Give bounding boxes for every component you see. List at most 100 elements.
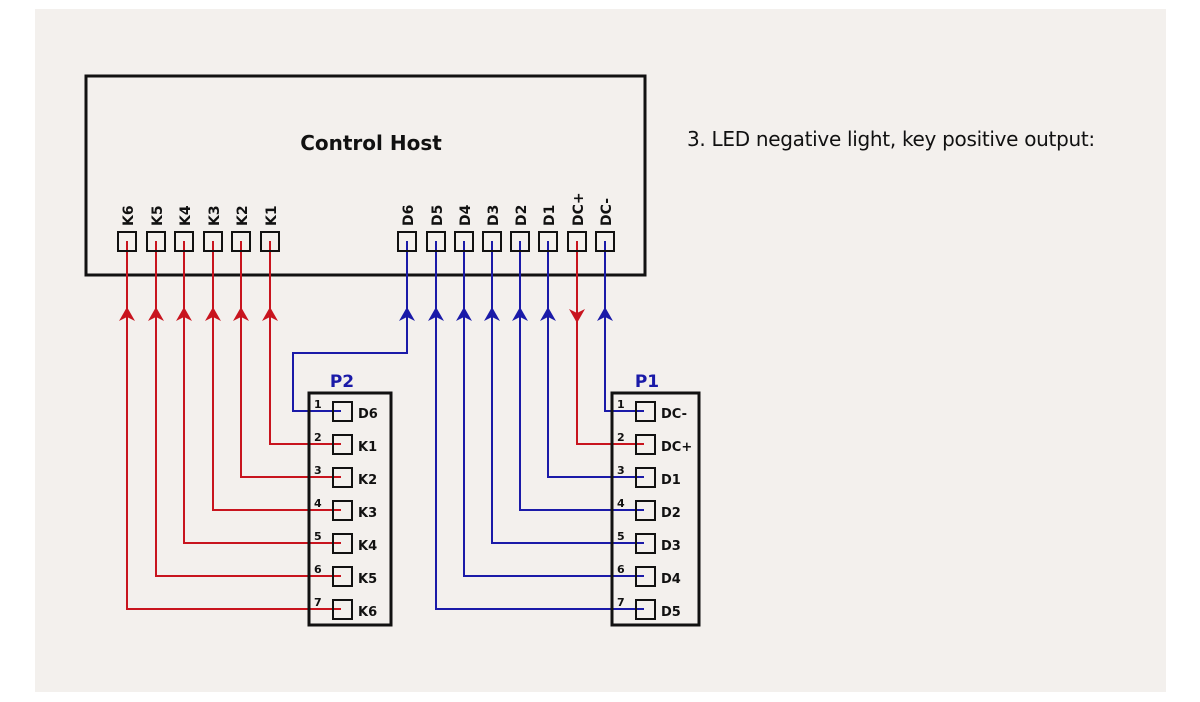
host-pin-dcminus: DC- <box>595 198 615 252</box>
wire-p1-d3 <box>484 241 644 544</box>
pin-terminal <box>482 231 502 252</box>
pin-terminal <box>332 401 353 422</box>
host-pin-k3: K3 <box>203 205 223 252</box>
p1-pin-2: 2DC+ <box>617 431 692 455</box>
pin-terminal <box>635 434 656 455</box>
p1-pin-5: 5D3 <box>617 530 681 554</box>
pin-number: 7 <box>314 596 322 609</box>
pin-number: 5 <box>617 530 625 543</box>
wire-line <box>463 241 644 577</box>
pin-terminal <box>332 566 353 587</box>
pin-terminal <box>510 231 530 252</box>
pin-number: 6 <box>314 563 322 576</box>
pin-number: 2 <box>617 431 625 444</box>
pin-label: D1 <box>661 473 681 488</box>
arrow-up-icon <box>233 307 249 321</box>
pin-label: K2 <box>358 473 377 488</box>
pin-terminal <box>203 231 223 252</box>
arrow-up-icon <box>176 307 192 321</box>
pin-number: 1 <box>314 398 322 411</box>
p1-pin-3: 3D1 <box>617 464 681 488</box>
wire-p2-k1 <box>262 241 341 445</box>
host-pin-label: K5 <box>150 205 166 226</box>
pin-number: 5 <box>314 530 322 543</box>
connector-body <box>307 391 393 627</box>
host-pin-k6: K6 <box>117 205 137 252</box>
pin-terminal <box>174 231 194 252</box>
p2-pin-3: 3K2 <box>314 464 377 488</box>
host-pin-label: D1 <box>542 205 558 226</box>
pin-number: 6 <box>617 563 625 576</box>
pin-terminal <box>332 434 353 455</box>
pin-terminal <box>595 231 615 252</box>
pin-number: 3 <box>314 464 322 477</box>
host-pin-k1: K1 <box>260 205 280 252</box>
host-pin-d5: D5 <box>426 205 446 252</box>
section-caption: 3. LED negative light, key positive outp… <box>687 127 1095 151</box>
p1-pin-7: 7D5 <box>617 596 681 620</box>
pin-terminal <box>635 533 656 554</box>
wire-line <box>183 241 341 544</box>
pin-terminal <box>538 231 558 252</box>
arrow-up-icon <box>399 307 415 321</box>
p2-pin-6: 6K5 <box>314 563 377 587</box>
arrow-up-icon <box>484 307 500 321</box>
wire-p2-k4 <box>176 241 341 544</box>
host-pin-label: D6 <box>401 205 417 226</box>
wire-line <box>435 241 644 610</box>
pin-terminal <box>635 566 656 587</box>
pin-terminal <box>332 500 353 521</box>
p2-pin-7: 7K6 <box>314 596 377 620</box>
pin-label: D3 <box>661 539 681 554</box>
control-host-box <box>84 74 647 277</box>
pin-number: 4 <box>314 497 322 510</box>
pin-terminal <box>635 467 656 488</box>
wire-p1-d5 <box>428 241 644 610</box>
pin-number: 4 <box>617 497 625 510</box>
host-pin-label: DC- <box>599 198 615 226</box>
arrow-up-icon <box>512 307 528 321</box>
pin-terminal <box>117 231 137 252</box>
wire-line <box>212 241 341 511</box>
host-pin-label: K6 <box>121 205 137 226</box>
host-pin-k5: K5 <box>146 205 166 252</box>
host-pin-label: D5 <box>430 205 446 226</box>
host-pin-label: K4 <box>178 205 194 226</box>
pin-terminal <box>231 231 251 252</box>
pin-terminal <box>146 231 166 252</box>
host-pin-dcplus: DC+ <box>567 192 587 252</box>
pin-number: 1 <box>617 398 625 411</box>
diagram-panel <box>35 9 1166 692</box>
pin-label: K6 <box>358 605 377 620</box>
pin-number: 3 <box>617 464 625 477</box>
arrow-up-icon <box>540 307 556 321</box>
wire-p1-dcplus <box>569 241 644 445</box>
host-pin-d1: D1 <box>538 205 558 252</box>
pin-terminal <box>567 231 587 252</box>
wires-layer <box>119 241 644 610</box>
pin-label: K4 <box>358 539 377 554</box>
wire-line <box>155 241 341 577</box>
p2-pin-4: 4K3 <box>314 497 377 521</box>
arrow-up-icon <box>148 307 164 321</box>
arrow-up-icon <box>428 307 444 321</box>
pin-number: 7 <box>617 596 625 609</box>
pin-terminal <box>332 467 353 488</box>
wire-line <box>126 241 341 610</box>
wire-p1-dcminus <box>597 241 644 412</box>
pin-terminal <box>454 231 474 252</box>
arrow-down-icon <box>569 309 585 323</box>
p1-pin-1: 1DC- <box>617 398 687 422</box>
pin-label: DC- <box>661 407 687 422</box>
pin-label: K5 <box>358 572 377 587</box>
wire-p2-k6 <box>119 241 341 610</box>
wire-line <box>519 241 644 511</box>
control-host-title: Control Host <box>300 131 442 155</box>
wire-line <box>604 241 644 412</box>
host-pin-label: D3 <box>486 205 502 226</box>
host-pin-d4: D4 <box>454 204 474 252</box>
host-pin-d2: D2 <box>510 205 530 252</box>
arrow-up-icon <box>205 307 221 321</box>
